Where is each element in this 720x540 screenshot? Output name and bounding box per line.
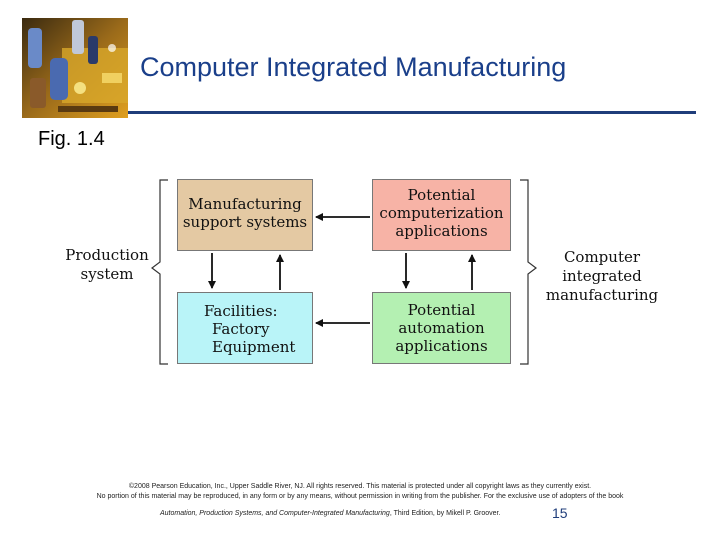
box-text-line: Manufacturing bbox=[188, 195, 302, 213]
box-text-line: Potential bbox=[407, 301, 476, 319]
cim-label: Computer integrated manufacturing bbox=[540, 248, 664, 305]
book-edition: , Third Edition, by Mikell P. Groover. bbox=[389, 510, 501, 517]
box-text-line: Equipment bbox=[212, 338, 296, 356]
box-text-line: support systems bbox=[182, 213, 308, 231]
potential-automation-box: Potential automation applications bbox=[372, 292, 511, 364]
label-line: integrated bbox=[562, 267, 642, 285]
box-text-line: automation bbox=[398, 319, 485, 337]
production-system-label: Production system bbox=[52, 246, 162, 284]
box-text-line: applications bbox=[395, 222, 488, 240]
figure-label: Fig. 1.4 bbox=[38, 128, 105, 150]
facilities-box: Facilities: Factory Equipment bbox=[177, 292, 313, 364]
title-divider bbox=[128, 111, 696, 114]
potential-computerization-box: Potential computerization applications bbox=[372, 179, 511, 251]
footer-permission: No portion of this material may be repro… bbox=[96, 493, 624, 500]
slide-title: Computer Integrated Manufacturing bbox=[140, 52, 567, 82]
cim-bracket bbox=[520, 179, 537, 365]
book-title: Automation, Production Systems, and Comp… bbox=[160, 510, 390, 517]
manufacturing-support-box: Manufacturing support systems bbox=[177, 179, 313, 251]
box-text-line: computerization bbox=[379, 204, 504, 222]
label-line: system bbox=[80, 265, 134, 283]
label-line: manufacturing bbox=[545, 286, 659, 304]
label-line: Production bbox=[65, 246, 149, 264]
footer-copyright: ©2008 Pearson Education, Inc., Upper Sad… bbox=[128, 483, 592, 490]
page-number: 15 bbox=[552, 505, 568, 521]
footer-book-citation: Automation, Production Systems, and Comp… bbox=[160, 510, 500, 517]
box-text-line: applications bbox=[395, 337, 488, 355]
box-text-line: Factory bbox=[212, 320, 270, 338]
production-system-bracket bbox=[151, 179, 168, 365]
label-line: Computer bbox=[563, 248, 641, 266]
header-photo bbox=[22, 18, 128, 118]
box-text-line: Facilities: bbox=[204, 302, 278, 320]
box-text-line: Potential bbox=[407, 186, 476, 204]
